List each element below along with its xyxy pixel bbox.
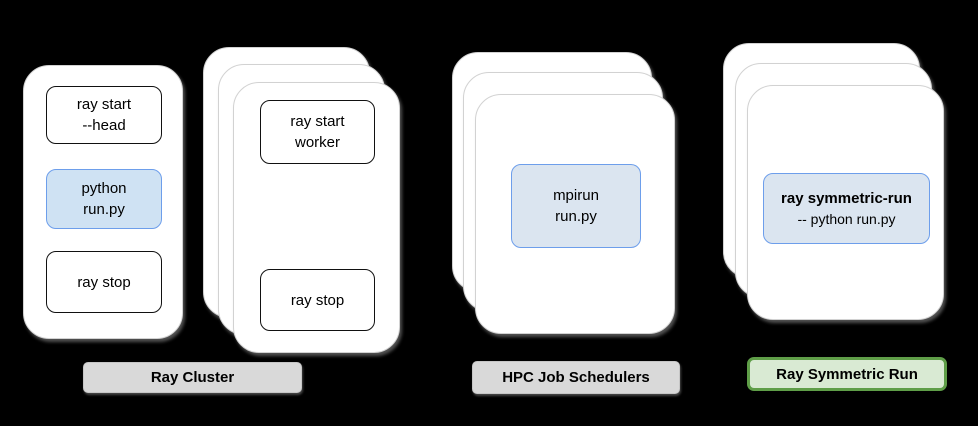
ray-cluster-label: Ray Cluster — [83, 362, 302, 393]
cmd-text: python — [81, 180, 127, 197]
cmd-mpirun: mpirun run.py — [511, 164, 641, 248]
cmd-ray-stop-head: ray stop — [46, 251, 162, 313]
cmd-text: worker — [294, 134, 340, 151]
cmd-text: run.py — [555, 208, 597, 225]
cmd-ray-symmetric-run: ray symmetric-run -- python run.py — [763, 173, 930, 244]
hpc-job-schedulers-label: HPC Job Schedulers — [472, 361, 680, 394]
hpc-card-front: mpirun run.py — [475, 94, 675, 334]
symmetric-card-front: ray symmetric-run -- python run.py — [747, 85, 944, 320]
head-node-card: ray start --head python run.py ray stop — [23, 65, 183, 339]
cmd-text: ray start — [290, 113, 345, 130]
cmd-python-run: python run.py — [46, 169, 162, 229]
cmd-text: mpirun — [553, 187, 599, 204]
cmd-ray-start-head: ray start --head — [46, 86, 162, 144]
cmd-text: ray stop — [77, 273, 131, 291]
ray-symmetric-run-label: Ray Symmetric Run — [747, 357, 947, 391]
cmd-text: --head — [82, 117, 126, 134]
cmd-text: ray symmetric-run — [781, 189, 912, 207]
cmd-text: run.py — [83, 201, 125, 218]
cmd-text: ray start — [76, 96, 132, 113]
cmd-ray-start-worker: ray start worker — [260, 100, 375, 164]
cmd-ray-stop-worker: ray stop — [260, 269, 375, 331]
cmd-text: ray stop — [290, 291, 345, 309]
cmd-text: -- python run.py — [797, 210, 896, 227]
worker-card-front: ray start worker ray stop — [233, 82, 400, 353]
